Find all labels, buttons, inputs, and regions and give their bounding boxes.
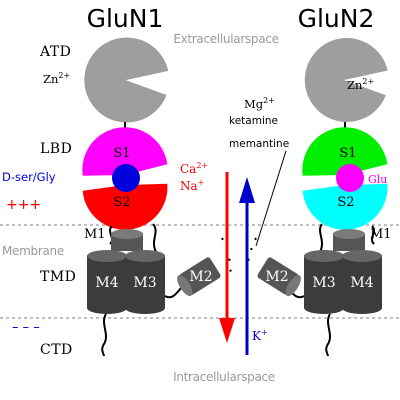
glun2-m3-label: M3 xyxy=(312,275,335,291)
glun1-m2-label: M2 xyxy=(189,269,212,285)
glun1-m4-bottom xyxy=(87,302,127,314)
glun1-zn-label: Zn2+ xyxy=(43,71,70,86)
glun1-m3-m2-linker xyxy=(164,287,182,299)
tmd-label: TMD xyxy=(40,269,76,285)
glu-label: Glu xyxy=(368,173,387,186)
extracellular-space-label: Extracellularspace xyxy=(173,32,278,46)
cation-influx-arrowhead xyxy=(219,318,235,343)
positive-charge-label: +++ xyxy=(6,197,41,213)
glun2-m4-bottom xyxy=(342,302,382,314)
calcium-label: Ca2+ xyxy=(180,161,208,176)
glun2-m1-linker xyxy=(371,225,375,245)
potassium-efflux-arrowhead xyxy=(239,177,255,203)
glun2-m3-bottom xyxy=(304,302,344,314)
glun2-m1-label: M1 xyxy=(370,227,392,242)
glun1-atd-clamshell xyxy=(84,37,169,123)
glun2-title: GluN2 xyxy=(298,4,375,33)
intracellular-space-label: Intracellularspace xyxy=(173,370,275,384)
glun2-s1-lobe xyxy=(302,127,388,176)
glun2-zn-label: Zn2+ xyxy=(347,77,374,92)
mg-label: Mg2+ xyxy=(244,96,275,111)
glun2-m2-helix xyxy=(257,257,301,297)
glun1-m4-helix xyxy=(87,255,127,308)
glun1-m1-top xyxy=(111,229,143,239)
glun1-title: GluN1 xyxy=(87,4,164,33)
glun1-m3-bottom xyxy=(125,302,165,314)
glun1-subunit: S1 S2 M4 M3 M2 xyxy=(82,37,221,357)
glun1-m3-top xyxy=(125,250,165,262)
glun1-m3-label: M3 xyxy=(133,275,156,291)
glun2-s1-label: S1 xyxy=(339,146,356,161)
glun1-s1-label: S1 xyxy=(113,146,130,161)
glun1-ctd-tail xyxy=(101,313,107,357)
glun1-s2-lobe xyxy=(82,183,168,230)
atd-label: ATD xyxy=(39,44,71,60)
glun1-m2-helix xyxy=(177,257,221,297)
ketamine-label: ketamine xyxy=(229,115,278,127)
glun1-m4-label: M4 xyxy=(95,275,118,291)
dser-gly-label: D-ser/Gly xyxy=(2,170,56,184)
glun2-s2-lobe xyxy=(302,183,388,230)
glun2-atd-clamshell xyxy=(304,37,388,122)
glun2-m2-label: M2 xyxy=(265,269,288,285)
glycine-binding-site xyxy=(112,164,140,192)
glun2-m4-top xyxy=(342,250,382,262)
lbd-label: LBD xyxy=(40,141,72,157)
glun2-m1-top xyxy=(333,229,365,239)
glun2-m3-top xyxy=(304,250,344,262)
pore-dots-right xyxy=(246,237,257,279)
potassium-label: K+ xyxy=(252,328,268,343)
glun2-m3-linker xyxy=(319,223,323,253)
negative-charge-label: – – – xyxy=(12,320,40,335)
membrane-label: Membrane xyxy=(2,244,64,258)
glun1-m1-label: M1 xyxy=(84,227,106,242)
ctd-label: CTD xyxy=(40,342,73,358)
glun1-s1-lobe xyxy=(82,127,168,176)
sodium-label: Na+ xyxy=(180,178,204,193)
glun2-m3-helix xyxy=(304,255,344,308)
glun1-m3-linker xyxy=(152,223,157,253)
glutamate-binding-site xyxy=(336,164,364,192)
blocker-pointer-line xyxy=(255,150,287,247)
glun2-m4-label: M4 xyxy=(350,275,373,291)
glun1-m3-helix xyxy=(125,255,165,308)
glun1-s2-label: S2 xyxy=(113,195,130,210)
glun2-ctd-tail xyxy=(325,313,331,357)
glun1-m4-top xyxy=(87,250,127,262)
memantine-label: memantine xyxy=(229,138,289,150)
glun2-m4-helix xyxy=(342,255,382,308)
glun2-s2-label: S2 xyxy=(337,195,354,210)
glun2-subunit: S1 S2 M3 M4 M2 xyxy=(257,37,388,357)
